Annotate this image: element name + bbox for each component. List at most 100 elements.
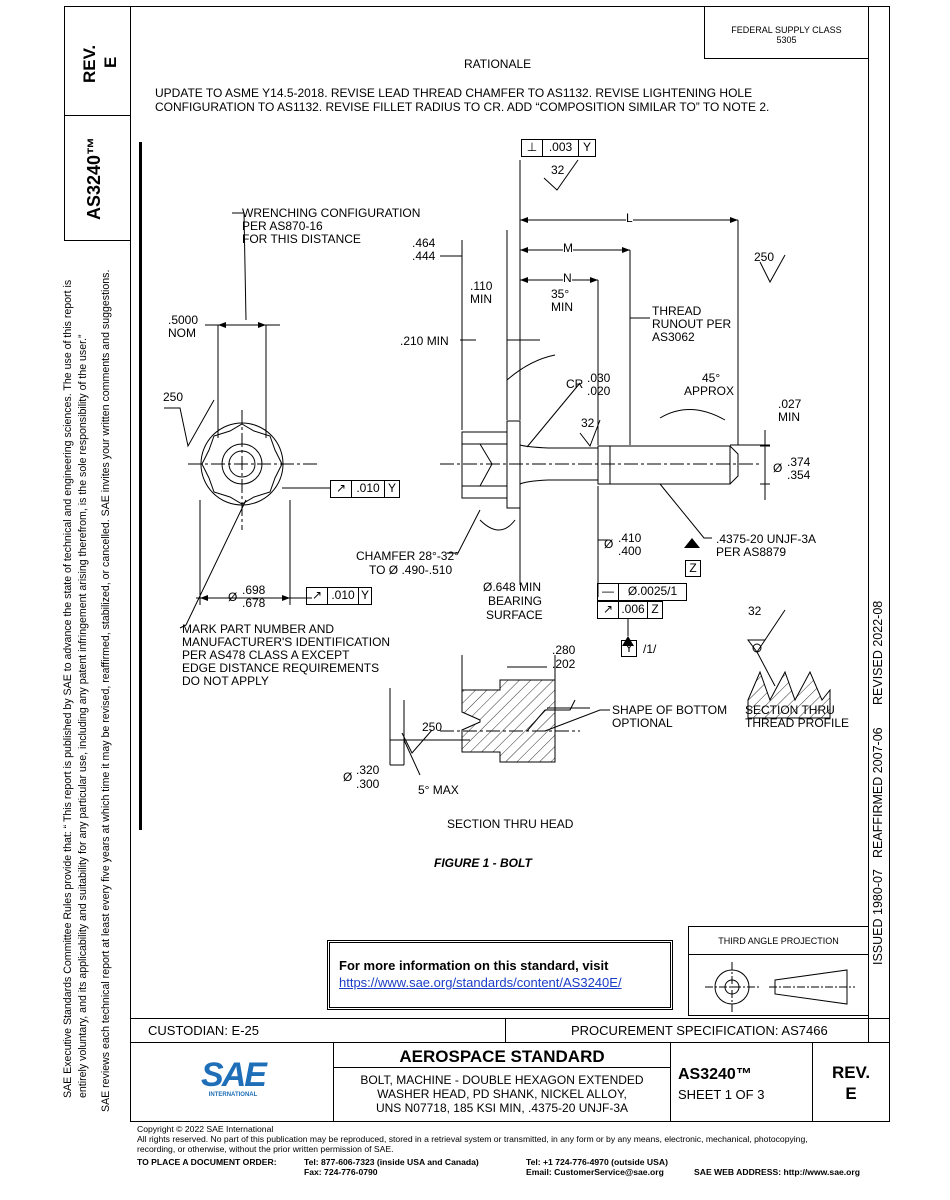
dia-354: .354 [787,468,811,482]
dia-sym-698: Ø [228,590,238,604]
runout-value-3: .006 [619,602,648,618]
federal-supply-box [704,6,869,59]
dim-027: .027 [778,397,802,411]
footer-web: SAE WEB ADDRESS: http://www.sae.org [694,1167,860,1177]
dim-N: N [563,271,572,285]
footer-email: Email: CustomerService@sae.org [526,1167,664,1177]
title-block-mid [130,1042,890,1043]
frame-left-sep2 [64,240,130,241]
finish-32-mid: 32 [581,416,595,430]
dim-210: .210 MIN [400,334,449,348]
frame-left-outer [64,6,65,241]
wrenching-1: WRENCHING CONFIGURATION [242,206,421,220]
footer-copyright: Copyright © 2022 SAE International [137,1124,274,1134]
runout-frame-3: ↗ .006 Z [597,601,663,619]
finish-250-right: 250 [754,250,775,264]
mark-1: MARK PART NUMBER AND [182,622,335,636]
finish-32-top: 32 [551,163,565,177]
footer-rights-1: All rights reserved. No part of this pub… [137,1134,808,1144]
rationale-text-2: CONFIGURATION TO AS1132. REVISE FILLET R… [155,100,770,114]
dim-5000: .5000 [168,313,199,327]
runout-frame-1: ↗ .010 Y [330,480,400,498]
cr-020: .020 [587,384,611,398]
bolt-thread [597,445,731,485]
info-box [327,940,673,1010]
footer-rights-2: recording, or otherwise, without the pri… [137,1144,394,1154]
info-link[interactable]: https://www.sae.org/standards/content/AS… [339,975,622,990]
projection-sep [688,954,869,955]
perp-frame: ⊥ .003 Y [521,139,596,157]
perp-value: .003 [543,140,579,156]
datum-y-note: /1/ [643,642,657,656]
finish-250-sec: 250 [422,720,443,734]
title-rev-value: E [845,1084,857,1103]
runout-icon: ↗ [331,481,352,497]
perp-datum: Y [582,140,591,154]
shape-1: SHAPE OF BOTTOM [612,703,728,717]
desc-1: BOLT, MACHINE - DOUBLE HEXAGON EXTENDED [360,1073,644,1087]
title-block-left [130,1018,131,1122]
dim-110: .110 [470,279,493,293]
thread-spec-2: PER AS8879 [716,545,787,559]
title-block-top [130,1018,890,1019]
dia-sym-320: Ø [343,770,353,784]
dim-202: .202 [552,657,576,671]
perp-symbol: ⊥ [522,140,543,156]
title-block-right [889,1018,890,1122]
dia-400: .400 [618,544,642,558]
footer-tel-outside: Tel: +1 724-776-4970 (outside USA) [526,1157,668,1167]
mark-4: EDGE DISTANCE REQUIREMENTS [182,661,380,675]
max-5: 5° MAX [418,783,459,797]
runout-frame-2: ↗ .010 Y [306,587,372,605]
frame-right-inner [868,6,869,1042]
dim-280: .280 [552,643,576,657]
bolt-head [461,431,508,499]
frame-right [889,6,890,1042]
dim-110-min: MIN [470,292,492,306]
runout-datum-3: Z [651,602,659,616]
info-text: For more information on this standard, v… [339,958,609,973]
footer-fax: Fax: 724-776-0790 [304,1167,378,1177]
straightness-frame: — Ø.0025/1 [597,583,687,601]
frame-top [64,6,890,7]
datum-y-box: Y [621,640,637,657]
runout-value-1: .010 [352,481,385,497]
footer-order-label: TO PLACE A DOCUMENT ORDER: [137,1157,277,1167]
bearing-3: SURFACE [486,608,543,622]
chamfer-2: TO Ø .490-.510 [369,563,453,577]
footer-tel-usa: Tel: 877-606-7323 (inside USA and Canada… [304,1157,479,1167]
title-block-v1 [505,1018,506,1043]
mark-2: MANUFACTURER'S IDENTIFICATION [182,635,391,649]
dia-300: .300 [356,777,380,791]
runout-datum-1: Y [387,481,396,495]
runout-icon: ↗ [598,602,619,618]
dim-027-min: MIN [778,410,800,424]
chamfer-1: CHAMFER 28°-32° [356,549,459,563]
section-thread-1: SECTION THRU [745,703,835,717]
bearing-1: Ø.648 MIN [483,580,542,594]
thread-spec-1: .4375-20 UNJF-3A [716,532,817,546]
figure-caption: FIGURE 1 - BOLT [434,856,532,870]
rationale-text-1: UPDATE TO ASME Y14.5-2018. REVISE LEAD T… [155,86,753,100]
dim-444: .444 [412,249,436,263]
title-rev-label: REV. [831,1063,871,1082]
dim-L: L [626,211,633,225]
dia-374: .374 [787,455,811,469]
approx-45: 45° [702,371,721,385]
projection-icon [705,962,855,1012]
sae-logo-sub: INTERNATIONAL [208,1092,258,1098]
shape-2: OPTIONAL [612,716,673,730]
dia-698: .698 [242,583,266,597]
federal-supply-value: 5305 [776,35,797,45]
dim-464: .464 [412,236,436,250]
section-thread-2: THREAD PROFILE [745,716,850,730]
frame-left [130,6,131,1042]
title-block-v3 [670,1042,671,1122]
cr-label: CR [566,377,584,391]
dia-678: .678 [242,596,266,610]
section-head-label: SECTION THRU HEAD [447,817,574,831]
straightness-icon: — [598,584,619,600]
dia-sym-374: Ø [773,461,783,475]
finish-32-thread: 32 [748,604,762,618]
